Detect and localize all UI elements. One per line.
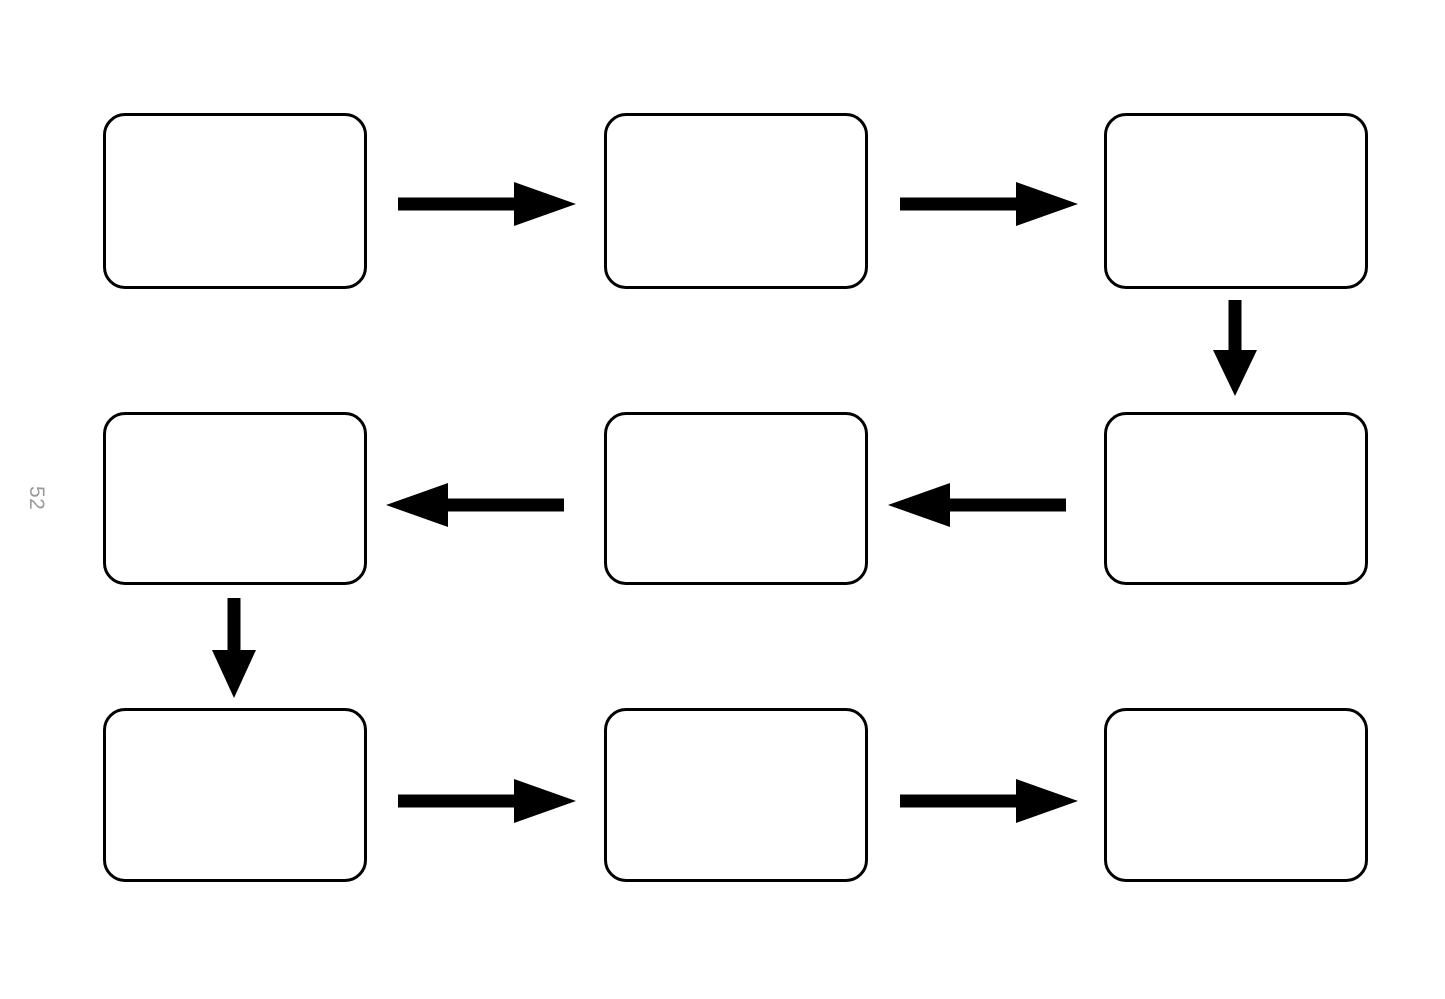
flow-node-r2c1[interactable]	[103, 412, 367, 585]
arrow-right-r1c1-to-r1c2	[398, 182, 576, 226]
flow-node-r3c1[interactable]	[103, 708, 367, 882]
flow-node-r1c1[interactable]	[103, 113, 367, 289]
flow-node-r2c3[interactable]	[1104, 412, 1368, 585]
arrow-left-r2c2-to-r2c1	[386, 483, 564, 527]
flow-node-r1c3[interactable]	[1104, 113, 1368, 289]
flow-node-r2c2[interactable]	[604, 412, 868, 585]
arrow-right-r3c1-to-r3c2	[398, 779, 576, 823]
arrow-down-r1c3-to-r2c3	[1213, 300, 1257, 396]
arrow-left-r2c3-to-r2c2	[888, 483, 1066, 527]
flow-node-r1c2[interactable]	[604, 113, 868, 289]
page-number: 52	[25, 486, 48, 511]
flow-node-r3c2[interactable]	[604, 708, 868, 882]
arrow-right-r1c2-to-r1c3	[900, 182, 1078, 226]
flow-node-r3c3[interactable]	[1104, 708, 1368, 882]
arrow-down-r2c1-to-r3c1	[212, 598, 256, 698]
arrow-right-r3c2-to-r3c3	[900, 779, 1078, 823]
